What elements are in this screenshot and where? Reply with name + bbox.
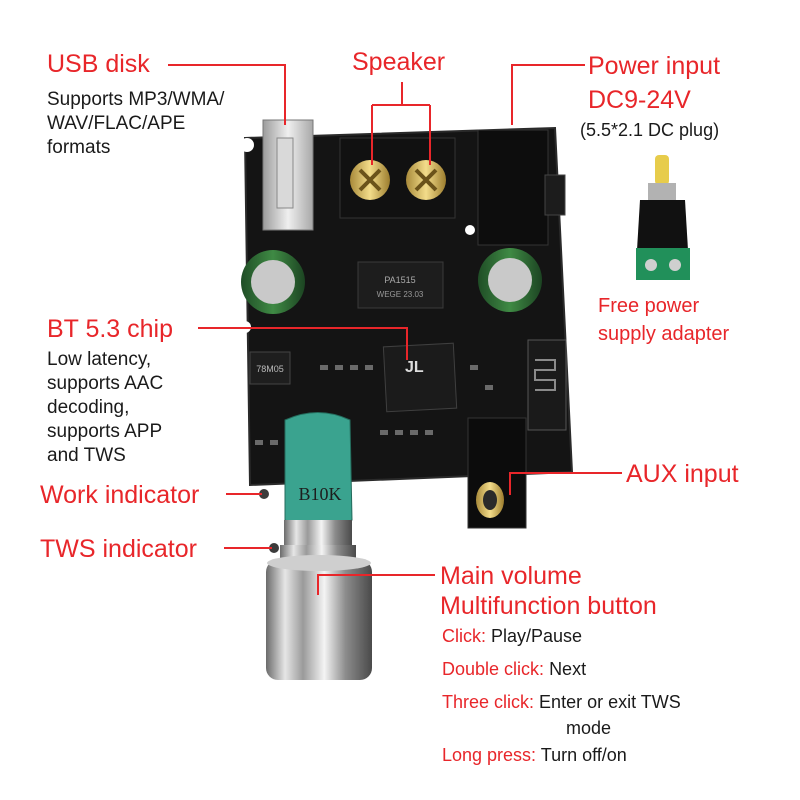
tws-indicator-led [269, 543, 279, 553]
power-voltage: DC9-24V [588, 86, 691, 114]
speaker-title: Speaker [352, 48, 446, 76]
dc-jack [477, 129, 566, 246]
multifunction-title: Multifunction button [440, 592, 657, 620]
adapter-line: supply adapter [598, 323, 730, 345]
bt-line: decoding, [47, 397, 130, 418]
action-row: Click: Play/Pause [442, 626, 582, 647]
mount-hole [240, 138, 254, 152]
volume-leader [317, 574, 435, 595]
usb-line: formats [47, 137, 111, 158]
bt-chip-logo: JL [405, 359, 424, 376]
action-value-cont: mode [566, 718, 612, 738]
action-key: Double click: [442, 659, 545, 679]
pot-label: B10K [298, 484, 341, 504]
work-indicator-led [259, 489, 269, 499]
capacitor [478, 248, 542, 312]
power-input-title: Power input [588, 52, 721, 80]
usb-disk-description: Supports MP3/WMA/ WAV/FLAC/APE formats [47, 88, 224, 160]
usb-line: Supports MP3/WMA/ [47, 89, 225, 110]
bt-line: and TWS [47, 445, 126, 466]
action-value: Next [549, 659, 587, 679]
action-key: Click: [442, 626, 486, 646]
work-indicator-title: Work indicator [40, 481, 200, 509]
adapter-caption: Free power supply adapter [598, 292, 729, 348]
volume-knob [266, 520, 372, 680]
speaker-leader [371, 82, 431, 165]
bt-chip: JL [382, 342, 458, 413]
amp-chip: PA1515 WEGE 23.03 [357, 261, 444, 309]
voltage-regulator: 78M05 [249, 351, 291, 385]
smd-components [255, 365, 493, 445]
bt-line: supports APP [47, 421, 163, 442]
antenna-module [527, 339, 567, 431]
regulator-label: 78M05 [256, 364, 284, 374]
usb-line: WAV/FLAC/APE [47, 113, 186, 134]
action-value: Turn off/on [540, 745, 627, 765]
mount-hole [465, 225, 475, 235]
power-leader [511, 64, 585, 125]
mount-hole [550, 472, 562, 484]
adapter-line: Free power [598, 295, 700, 317]
bt-line: Low latency, [47, 349, 152, 370]
bt-line: supports AAC [47, 373, 164, 394]
power-adapter [636, 155, 690, 280]
usb-disk-title: USB disk [47, 50, 150, 78]
volume-title: Main volume [440, 562, 582, 590]
speaker-terminal [339, 137, 456, 219]
bt-leader [198, 327, 408, 360]
action-key: Three click: [442, 692, 535, 712]
bt-chip-title: BT 5.3 chip [47, 315, 174, 343]
leader-lines [168, 64, 622, 595]
usb-leader [168, 64, 286, 125]
amp-chip-label: PA1515 [384, 275, 415, 285]
action-value: Play/Pause [491, 626, 583, 646]
action-row: Three click: Enter or exit TWS [442, 692, 681, 713]
action-row: Double click: Next [442, 659, 586, 680]
aux-leader [509, 472, 622, 495]
action-key: Long press: [442, 745, 537, 765]
action-value: Enter or exit TWS [539, 692, 681, 712]
potentiometer: B10K [284, 412, 353, 528]
usb-port [262, 119, 314, 231]
action-row: Long press: Turn off/on [442, 745, 627, 766]
power-plug-spec: (5.5*2.1 DC plug) [580, 120, 720, 140]
aux-input-title: AUX input [626, 460, 739, 488]
amp-chip-sublabel: WEGE 23.03 [377, 290, 424, 299]
bt-chip-description: Low latency, supports AAC decoding, supp… [47, 348, 163, 468]
tws-indicator-title: TWS indicator [40, 535, 197, 563]
capacitor [241, 250, 305, 314]
